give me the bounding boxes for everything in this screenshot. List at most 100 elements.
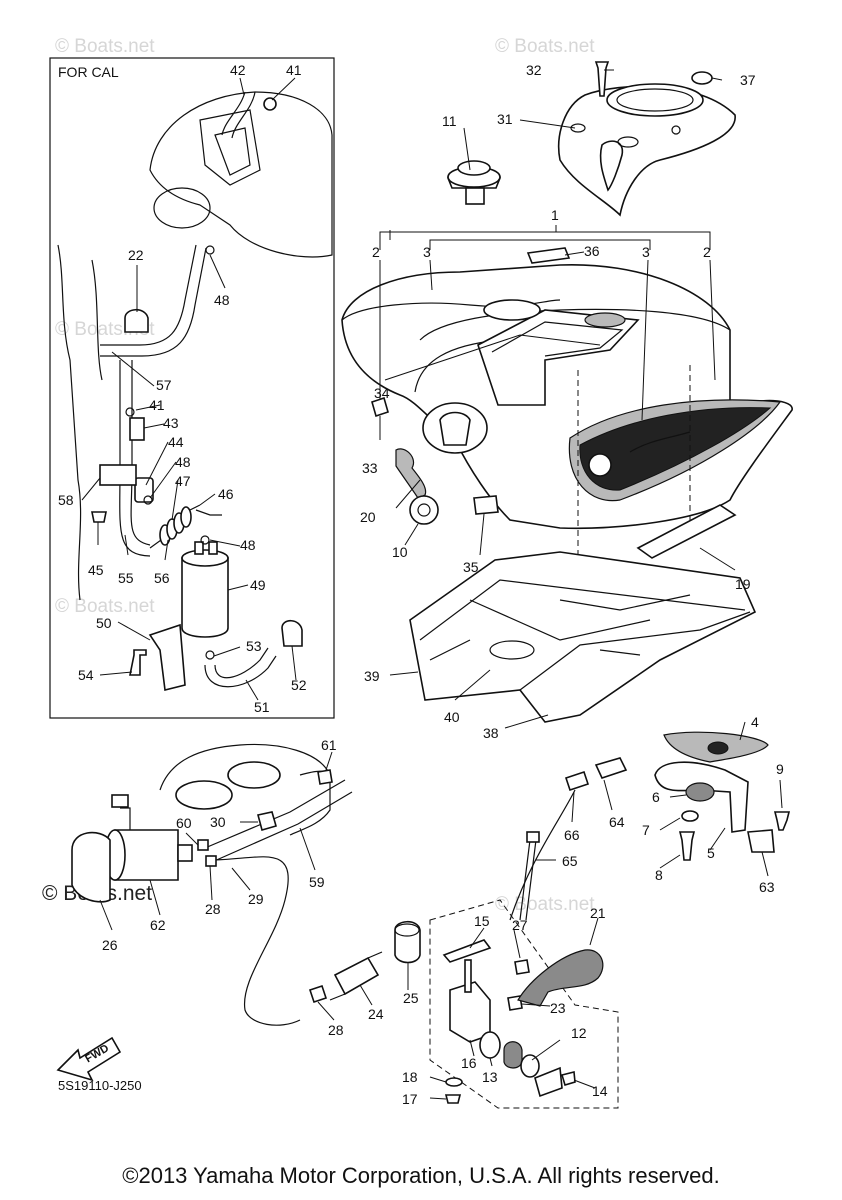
callout: 51 [254, 699, 270, 715]
throttle-body-outline [159, 743, 331, 836]
callout: 16 [461, 1055, 477, 1071]
fuel-cock-pipe [464, 959, 472, 993]
bolt-8 [678, 831, 696, 861]
callout: 30 [210, 814, 226, 830]
screw-17 [444, 1094, 462, 1104]
callout: 17 [402, 1091, 418, 1107]
callout-labels: 1 2 2 3 3 4 5 6 7 8 9 10 11 12 13 14 15 … [58, 62, 784, 1107]
callout: 45 [88, 562, 104, 578]
screw-14 [560, 1070, 576, 1086]
watermark: © Boats.net [495, 894, 595, 915]
clip-60 [197, 839, 209, 851]
clip-48 [205, 245, 215, 255]
copyright-notice: ©2013 Yamaha Motor Corporation, U.S.A. A… [122, 1163, 720, 1188]
callout: 57 [156, 377, 172, 393]
washer-18 [445, 1077, 463, 1087]
clamp-61 [317, 769, 333, 785]
inset-title: FOR CAL [58, 64, 119, 80]
callout: 1 [551, 207, 559, 223]
inset-hose-55 [130, 360, 151, 546]
fuel-cock-group-outline [429, 899, 619, 1109]
callout: 10 [392, 544, 408, 560]
callout: 9 [776, 761, 784, 777]
vent-tube-65 [525, 839, 537, 921]
clip-27 [514, 959, 530, 975]
bracket-50 [148, 623, 186, 691]
callout: 41 [286, 62, 302, 78]
callout: 62 [150, 917, 166, 933]
fuel-filter-24 [333, 956, 380, 996]
emblem-script [629, 431, 691, 453]
inset-frame-line [91, 259, 103, 381]
canister-top [181, 549, 229, 567]
hose-51 [214, 647, 269, 679]
coil-47 [159, 506, 192, 546]
fuel-pump-assembly [71, 743, 421, 1026]
callout: 3 [642, 244, 650, 260]
callout: 59 [309, 874, 325, 890]
callout: 32 [526, 62, 542, 78]
bolt-9 [773, 811, 791, 831]
callout: 41 [149, 397, 165, 413]
inset-hose-55 [119, 360, 151, 557]
bracket-63 [747, 829, 775, 853]
fwd-arrow: FWD [56, 1036, 122, 1082]
hose-59 [204, 779, 346, 849]
callout: 22 [128, 247, 144, 263]
tank-cover-31 [558, 83, 736, 217]
clip-28 [308, 984, 328, 1004]
fuel-cock-assembly [429, 757, 628, 1109]
callout: 47 [175, 473, 191, 489]
callout: 19 [735, 576, 751, 592]
callout: 39 [364, 668, 380, 684]
filter-port [367, 951, 383, 959]
clip-48 [200, 535, 210, 545]
callout: 50 [96, 615, 112, 631]
callout: 56 [154, 570, 170, 586]
throttle-bore [175, 780, 233, 810]
inset-tank-recess [199, 109, 261, 186]
inset-frame-line [57, 244, 82, 601]
callout: 2 [703, 244, 711, 260]
callout: 28 [328, 1022, 344, 1038]
inset-hose-57 [100, 247, 207, 357]
callout: 60 [176, 815, 192, 831]
callout: 42 [230, 62, 246, 78]
watermark: © Boats.net [495, 36, 595, 57]
callout: 11 [442, 113, 457, 129]
canister-49 [181, 557, 229, 638]
callout: 40 [444, 709, 460, 725]
lever-assy [503, 1041, 523, 1069]
callout: 48 [175, 454, 191, 470]
callout: 29 [248, 891, 264, 907]
fuel-pump-cover-26 [71, 831, 111, 903]
callout: 6 [652, 789, 660, 805]
callout: 8 [655, 867, 663, 883]
clip-28 [205, 855, 217, 867]
callout: 24 [368, 1006, 384, 1022]
callout: 44 [168, 434, 184, 450]
damper-35 [473, 495, 499, 515]
callout: 65 [562, 853, 578, 869]
filter-port [329, 993, 346, 1001]
fuel-line-29 [209, 856, 301, 1026]
callout: 13 [482, 1069, 498, 1085]
clip-41 [125, 407, 135, 417]
inset-tank-tunnel [153, 187, 211, 229]
plate-12 [534, 1066, 563, 1098]
bracket-4-hole [707, 741, 729, 755]
callout: 37 [740, 72, 756, 88]
inset-hose [231, 91, 256, 139]
cal-inset: FOR CAL [49, 57, 335, 719]
hose-21 [517, 949, 604, 1007]
callout: 2 [372, 244, 380, 260]
clip-53 [205, 650, 215, 660]
callout: 48 [240, 537, 256, 553]
insulator-plates [409, 551, 757, 723]
clip-48 [143, 495, 153, 505]
tank-edge [341, 299, 561, 321]
callout: 55 [118, 570, 134, 586]
fwd-arrow-icon [56, 1036, 122, 1082]
callout: 34 [374, 385, 390, 401]
hose-59 [211, 791, 353, 863]
